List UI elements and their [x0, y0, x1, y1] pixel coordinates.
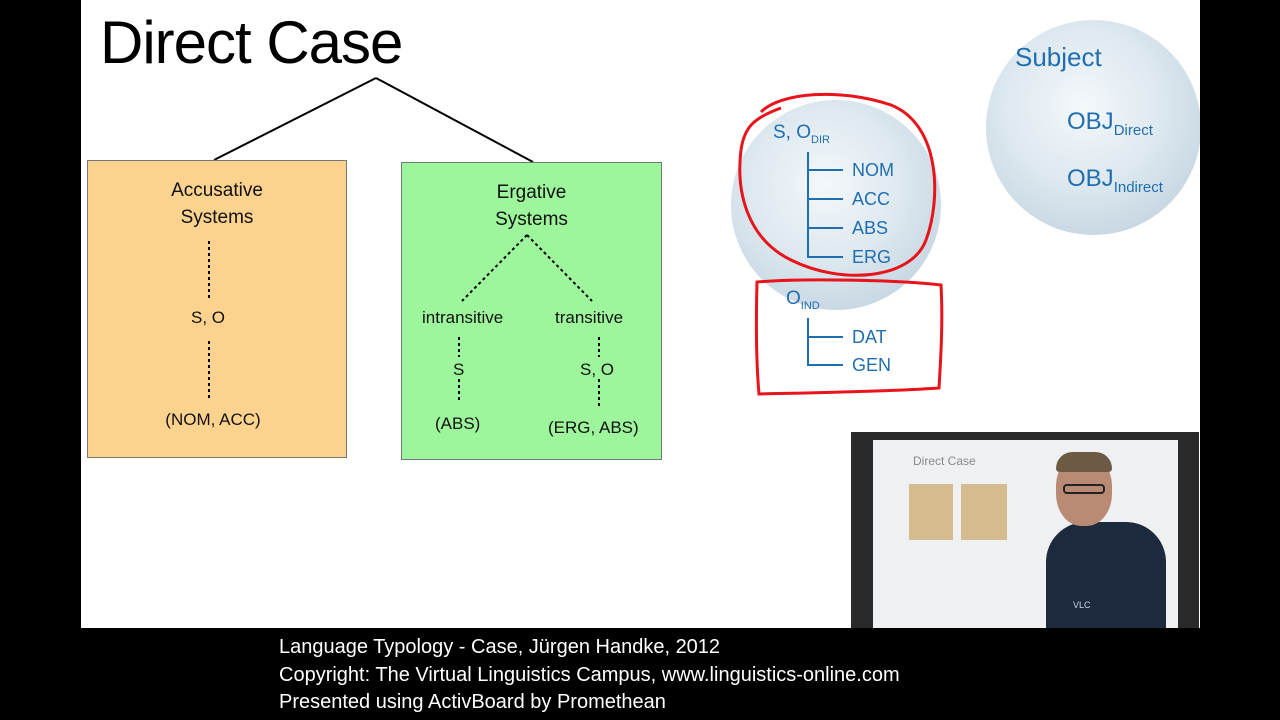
presenter [1046, 522, 1166, 628]
globe-decoration-right [986, 20, 1200, 235]
indirect-group-label: OIND [786, 288, 820, 312]
direct-group-label: S, ODIR [773, 122, 830, 146]
ergative-transitive-args: S, O [580, 360, 615, 379]
ergative-transitive-cases: (ERG, ABS) [548, 418, 639, 437]
caption-line-3: Presented using ActivBoard by Promethean [279, 691, 666, 713]
case-abs: ABS [852, 218, 889, 238]
presenter-glasses [1063, 484, 1105, 494]
presenter-hair [1056, 452, 1112, 472]
caption-line-2: Copyright: The Virtual Linguistics Campu… [279, 663, 900, 686]
slide-canvas: Direct Case Accusative Systems S, O (NOM… [81, 0, 1200, 628]
accusative-args: S, O [190, 308, 225, 327]
accusative-heading-line1: Accusative [171, 180, 263, 201]
case-tree-lines [738, 92, 944, 396]
ergative-intransitive-cases: (ABS) [435, 414, 481, 433]
globe-obj-direct-label: OBJDirect [1067, 108, 1153, 139]
case-nom: NOM [852, 160, 894, 180]
accusative-heading-line2: Systems [180, 207, 254, 228]
caption-line-1: Language Typology - Case, Jürgen Handke,… [279, 636, 721, 658]
ergative-intransitive-label: intransitive [422, 308, 504, 327]
accusative-systems-box: Accusative Systems S, O (NOM, ACC) [87, 160, 347, 458]
direct-circle-annotation [738, 92, 937, 277]
ergative-heading-line2: Systems [495, 209, 568, 230]
indirect-box-annotation [754, 278, 944, 396]
case-erg: ERG [852, 247, 892, 267]
case-acc: ACC [852, 189, 891, 209]
ergative-systems-box: Ergative Systems intransitive transitive… [401, 162, 662, 460]
presenter-video-inset: Direct Case VLC [851, 432, 1199, 628]
whiteboard-box-right [961, 484, 1007, 540]
whiteboard-title: Direct Case [913, 454, 976, 468]
video-caption: Language Typology - Case, Jürgen Handke,… [279, 634, 900, 717]
whiteboard-box-left [909, 484, 953, 540]
ergative-heading-line1: Ergative [496, 182, 567, 203]
diagram-lines [213, 77, 534, 163]
case-gen: GEN [852, 355, 892, 375]
case-dat: DAT [852, 327, 887, 347]
ergative-transitive-label: transitive [555, 308, 624, 327]
vlc-shirt-logo: VLC [1073, 600, 1091, 610]
globe-subject-label: Subject [1015, 42, 1102, 72]
globe-obj-indirect-label: OBJIndirect [1067, 165, 1163, 196]
accusative-cases: (NOM, ACC) [165, 410, 261, 429]
ergative-intransitive-arg: S [453, 360, 465, 379]
slide-title: Direct Case [100, 9, 403, 76]
